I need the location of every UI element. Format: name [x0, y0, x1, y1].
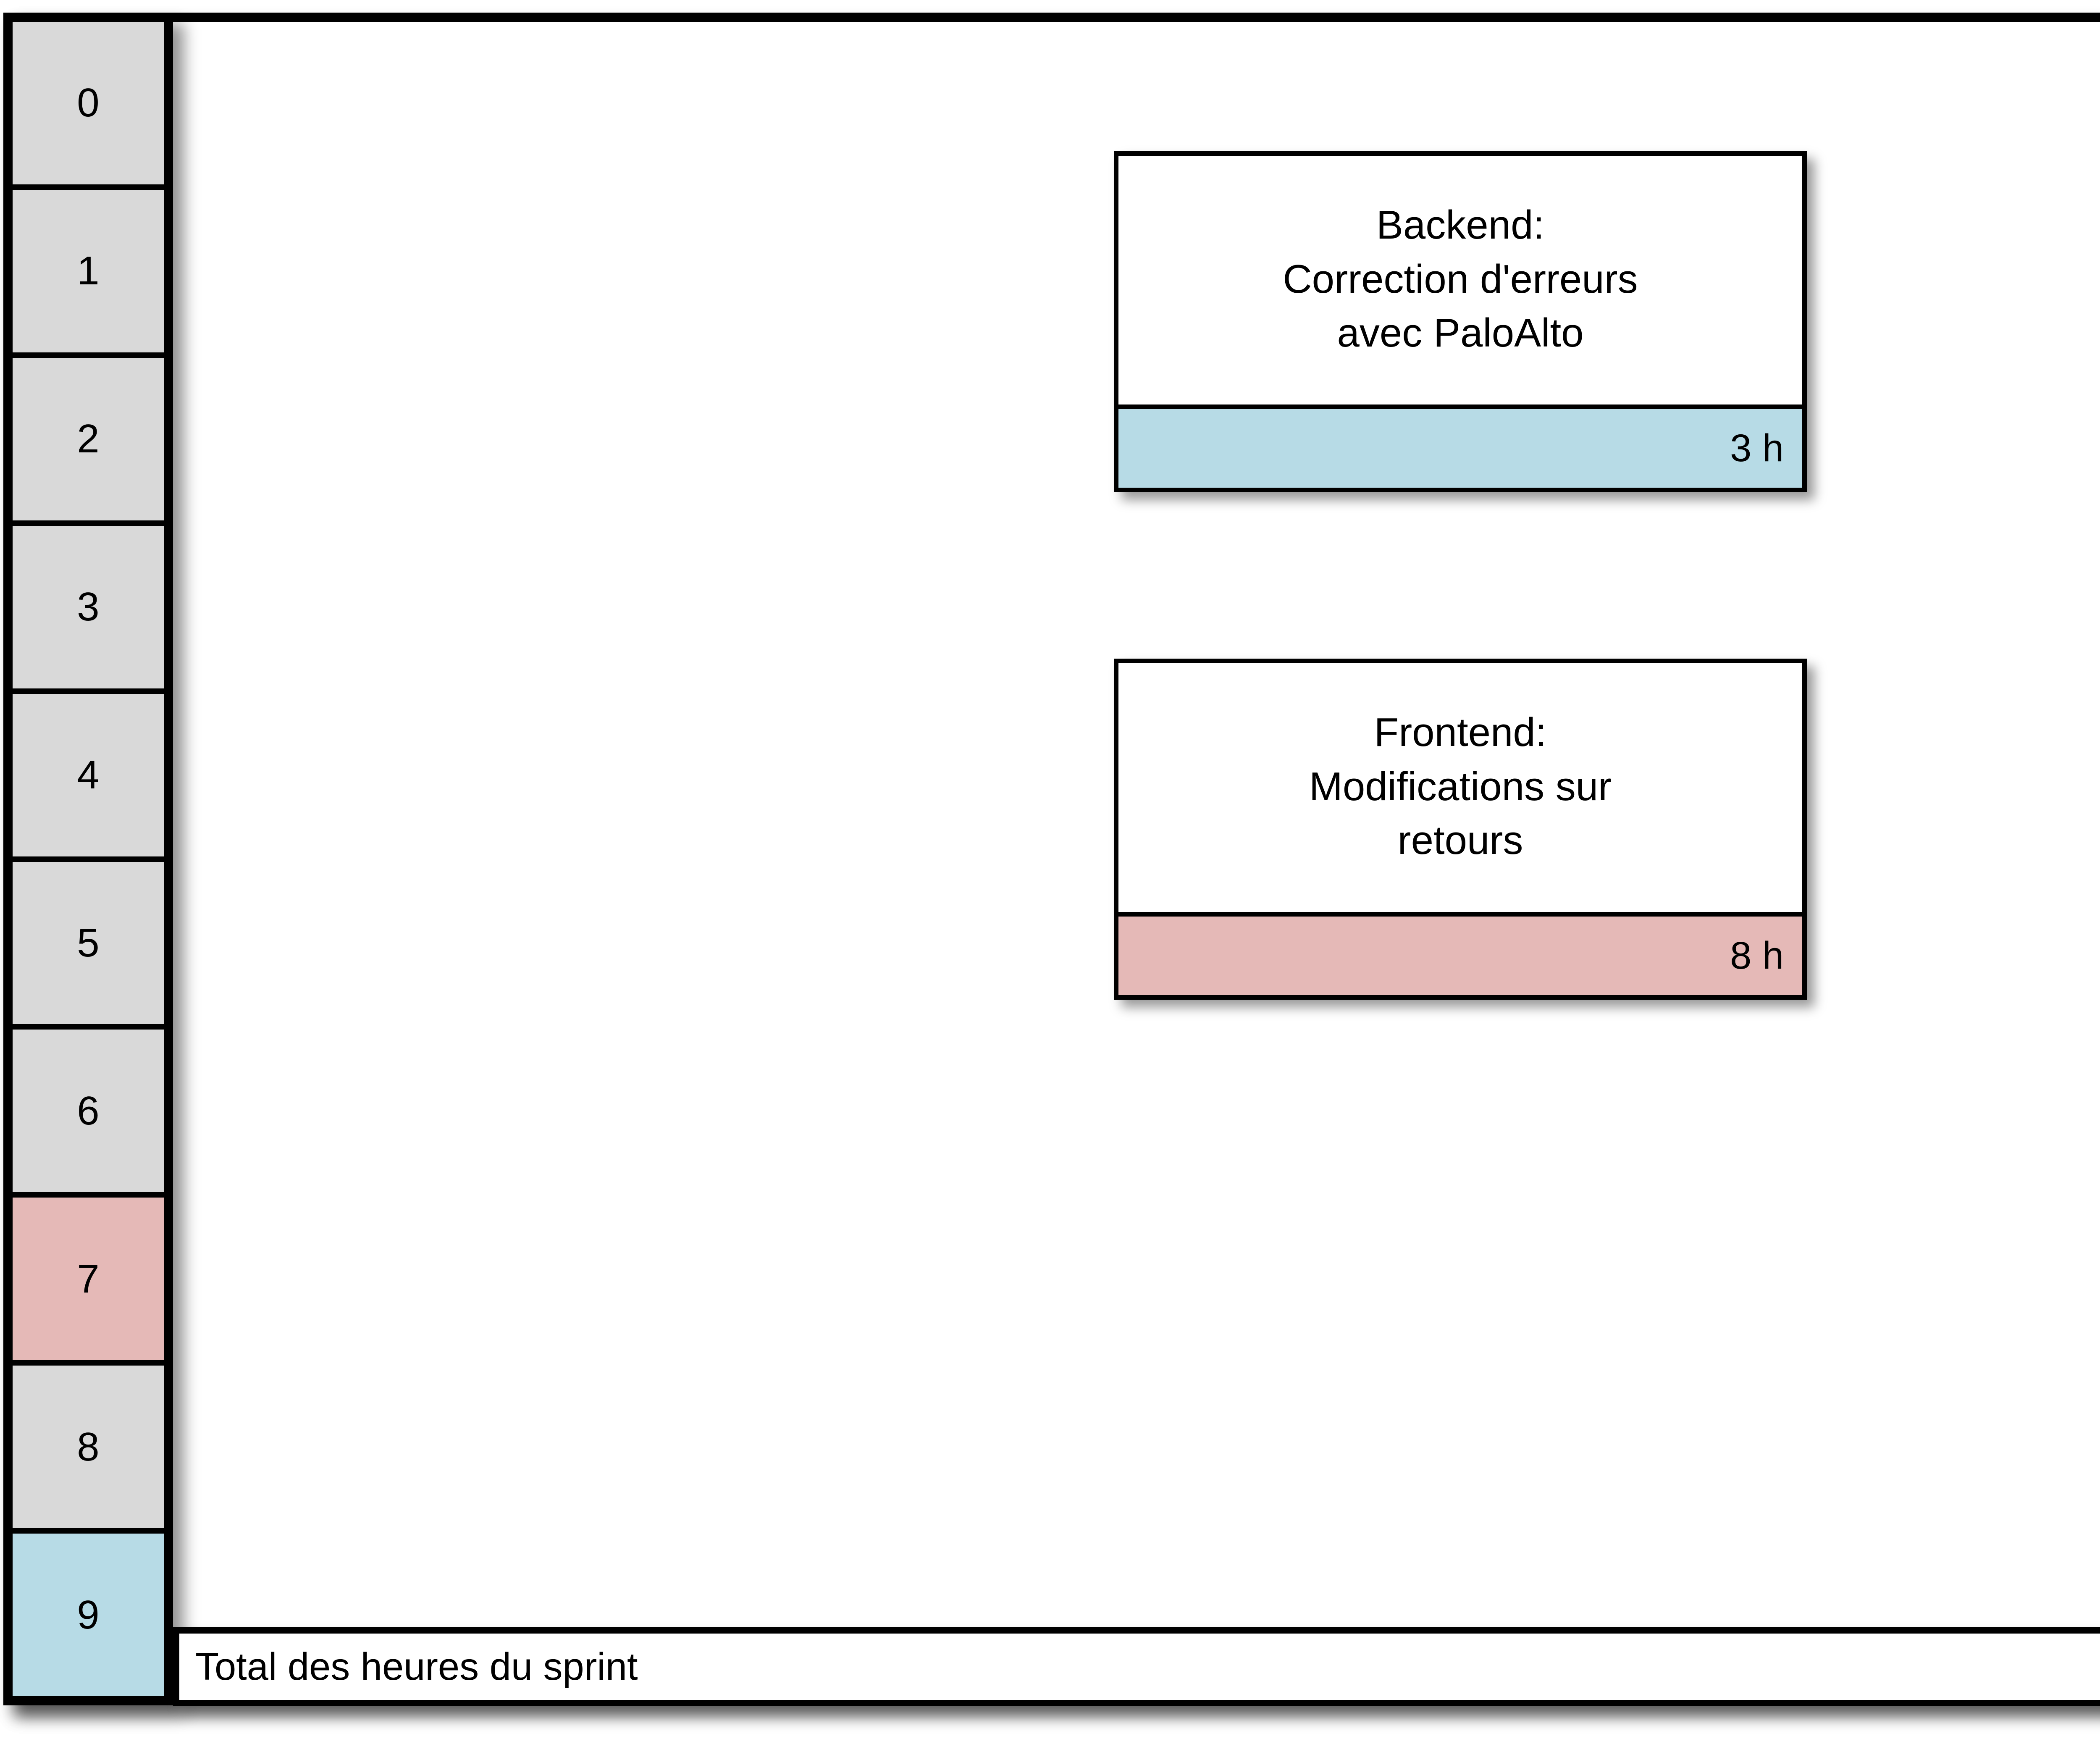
hour-cell-0[interactable]: 0 — [13, 22, 164, 190]
task-hours-value: 3 h — [1730, 427, 1784, 470]
task-hours-footer: 3 h — [1118, 405, 1802, 488]
hour-cell-8[interactable]: 8 — [13, 1366, 164, 1534]
hour-cell-7[interactable]: 7 — [13, 1198, 164, 1366]
hour-cell-label: 2 — [77, 416, 100, 462]
hour-cell-4[interactable]: 4 — [13, 693, 164, 862]
hour-cell-label: 0 — [77, 80, 100, 126]
hour-cell-label: 7 — [77, 1256, 100, 1301]
hour-scale-column: 0 1 2 3 4 5 6 7 8 9 — [3, 13, 173, 1705]
task-hours-footer: 8 h — [1118, 912, 1802, 995]
hour-cell-9[interactable]: 9 — [13, 1534, 164, 1697]
sprint-total-label: Total des heures du sprint — [195, 1645, 638, 1688]
hour-cell-1[interactable]: 1 — [13, 189, 164, 358]
hour-cell-6[interactable]: 6 — [13, 1030, 164, 1198]
hour-cell-5[interactable]: 5 — [13, 862, 164, 1030]
task-card-frontend[interactable]: Frontend: Modifications sur retours 8 h — [1114, 659, 1807, 1000]
hour-cell-2[interactable]: 2 — [13, 357, 164, 526]
task-title: Frontend: Modifications sur retours — [1309, 710, 1612, 863]
task-card-backend[interactable]: Backend: Correction d'erreurs avec PaloA… — [1114, 151, 1807, 492]
hour-cell-3[interactable]: 3 — [13, 525, 164, 694]
hour-cell-label: 1 — [77, 248, 100, 294]
sprint-total-bar: Total des heures du sprint 11 — [173, 1627, 2100, 1706]
hour-cell-label: 5 — [77, 920, 100, 965]
hour-cell-label: 9 — [77, 1592, 100, 1637]
hour-cell-label: 4 — [77, 752, 100, 798]
task-title: Backend: Correction d'erreurs avec PaloA… — [1283, 202, 1638, 356]
task-hours-value: 8 h — [1730, 934, 1784, 977]
hour-cell-label: 6 — [77, 1088, 100, 1133]
hour-cell-label: 3 — [77, 584, 100, 630]
hour-cell-label: 8 — [77, 1424, 100, 1469]
